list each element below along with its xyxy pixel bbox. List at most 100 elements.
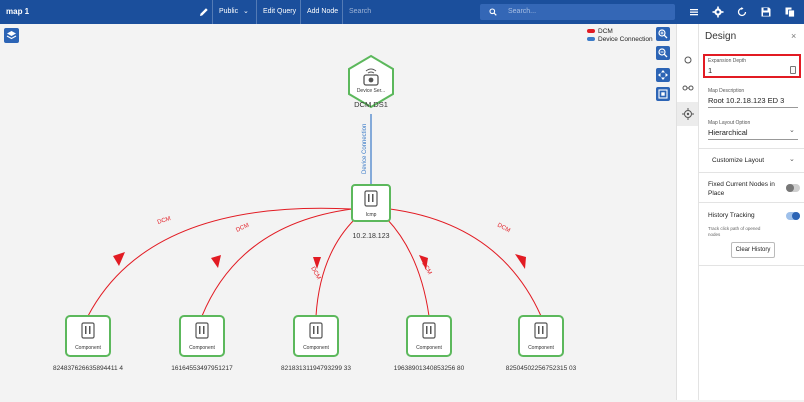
- component-node-name: 82183131194793299 33: [281, 365, 351, 372]
- tab-edge[interactable]: [677, 76, 699, 100]
- component-node-name: 82504502256752315 03: [506, 365, 577, 372]
- arrow-head-5: [515, 254, 526, 269]
- map-canvas[interactable]: Device Connection DCM DCM DCM DCM DCM: [0, 24, 676, 400]
- dcm-edge-2: [202, 209, 352, 316]
- component-node-icon-label: Component: [528, 345, 554, 351]
- close-icon[interactable]: ×: [791, 31, 796, 41]
- dcm-edge-3: [316, 219, 355, 316]
- dcm-edge-1: [88, 208, 352, 316]
- map-layout-select[interactable]: Hierarchical: [708, 128, 748, 137]
- device-connection-edge-label: Device Connection: [362, 124, 368, 174]
- fit-screen-icon: [656, 87, 670, 101]
- map-layout-underline: [708, 139, 798, 140]
- component-node[interactable]: Component: [66, 316, 110, 356]
- clear-history-button[interactable]: Clear History: [731, 242, 775, 258]
- search-placeholder: Search...: [508, 8, 536, 15]
- arrow-head-2: [211, 255, 221, 268]
- component-nodes: Component 824837626635894411 4 Component 16…: [53, 316, 577, 372]
- component-node-icon-label: Component: [303, 345, 329, 351]
- visibility-label: Public: [219, 8, 238, 15]
- dcm-edge-5: [390, 209, 541, 316]
- fixed-nodes-label: Fixed Current Nodes in Place: [708, 180, 778, 198]
- dcm-edge-label-3: DCM: [309, 266, 321, 281]
- component-node[interactable]: Component: [180, 316, 224, 356]
- legend: DCM Device Connection: [587, 28, 653, 44]
- server-icon: [196, 323, 208, 338]
- zoom-out-button[interactable]: [656, 46, 670, 60]
- component-node-icon-label: Component: [75, 345, 101, 351]
- history-tracking-switch[interactable]: [786, 212, 800, 220]
- global-search-input[interactable]: Search...: [480, 4, 675, 20]
- server-icon: [365, 191, 377, 206]
- map-layout-label: Map Layout Option: [708, 120, 750, 126]
- zoom-out-icon: [656, 46, 670, 60]
- pan-button[interactable]: [656, 68, 670, 82]
- component-node-name: 824837626635894411 4: [53, 365, 123, 372]
- history-tracking-label: History Tracking: [708, 212, 755, 219]
- chevron-down-icon: ⌄: [243, 8, 249, 15]
- dcm-edge-label-2: DCM: [235, 223, 250, 234]
- server-icon: [82, 323, 94, 338]
- panel-title: Design: [705, 31, 736, 42]
- chevron-down-icon[interactable]: ⌄: [789, 126, 795, 134]
- server-icon: [310, 323, 322, 338]
- component-node-name: 16164553497951217: [171, 365, 233, 372]
- switch-knob: [792, 212, 800, 220]
- divider: [698, 148, 804, 149]
- component-node[interactable]: Component: [519, 316, 563, 356]
- list-icon[interactable]: [687, 5, 701, 19]
- zoom-in-icon: [656, 27, 670, 41]
- arrow-head-1: [113, 252, 125, 266]
- server-icon: [423, 323, 435, 338]
- add-node-button[interactable]: Add Node: [300, 0, 344, 24]
- gear-icon[interactable]: [711, 5, 725, 19]
- link-icon: [677, 76, 699, 100]
- component-node-icon-label: Component: [416, 345, 442, 351]
- dcm-edge-label-1: DCM: [157, 216, 172, 226]
- copy-icon[interactable]: [783, 5, 797, 19]
- switch-knob: [786, 184, 794, 192]
- component-node[interactable]: Component: [407, 316, 451, 356]
- map-description-underline: [708, 107, 798, 108]
- server-icon: [535, 323, 547, 338]
- history-tracking-description: Track click path of opened nodes: [708, 226, 770, 237]
- expansion-depth-input[interactable]: 1: [708, 66, 712, 75]
- legend-item-dcm: DCM: [587, 28, 653, 36]
- refresh-icon[interactable]: [735, 5, 749, 19]
- fixed-nodes-switch[interactable]: [786, 184, 800, 192]
- legend-swatch-dcm: [587, 29, 595, 33]
- map-description-input[interactable]: Root 10.2.18.123 ED 3: [708, 96, 784, 105]
- fit-view-button[interactable]: [656, 87, 670, 101]
- divider: [698, 172, 804, 173]
- customize-layout-toggle[interactable]: Customize Layout: [712, 157, 764, 164]
- visibility-dropdown[interactable]: Public ⌄: [212, 0, 255, 24]
- divider: [698, 202, 804, 203]
- save-icon[interactable]: [759, 5, 773, 19]
- expansion-depth-label: Expansion Depth: [708, 58, 746, 64]
- hub-node-name: 10.2.18.123: [353, 233, 390, 240]
- component-node-icon-label: Component: [189, 345, 215, 351]
- root-node-name: DCM DS1: [354, 100, 388, 109]
- layers-icon: [4, 28, 19, 43]
- component-node-name: 19638901340853256 80: [394, 365, 465, 372]
- node-search-input[interactable]: Search: [342, 0, 472, 24]
- tab-design[interactable]: [677, 102, 699, 126]
- chevron-down-icon[interactable]: ⌄: [789, 155, 795, 163]
- expansion-depth-stepper[interactable]: [790, 66, 796, 74]
- top-bar: map 1 Public ⌄ Edit Query Add Node Searc…: [0, 0, 804, 24]
- map-description-label: Map Description: [708, 88, 744, 94]
- layers-button[interactable]: [4, 28, 19, 43]
- root-node-icon-label: Device Ser...: [357, 88, 385, 94]
- graph-svg: Device Connection DCM DCM DCM DCM DCM: [0, 24, 676, 400]
- move-icon: [656, 68, 670, 82]
- design-icon: [677, 102, 699, 126]
- component-node[interactable]: Component: [294, 316, 338, 356]
- zoom-in-button[interactable]: [656, 27, 670, 41]
- search-icon: [489, 8, 497, 16]
- circle-icon: [677, 48, 699, 72]
- divider: [698, 265, 804, 266]
- edit-query-button[interactable]: Edit Query: [256, 0, 302, 24]
- hub-node[interactable]: Icmp: [352, 185, 390, 221]
- tab-node[interactable]: [677, 48, 699, 72]
- pencil-icon[interactable]: [198, 6, 210, 18]
